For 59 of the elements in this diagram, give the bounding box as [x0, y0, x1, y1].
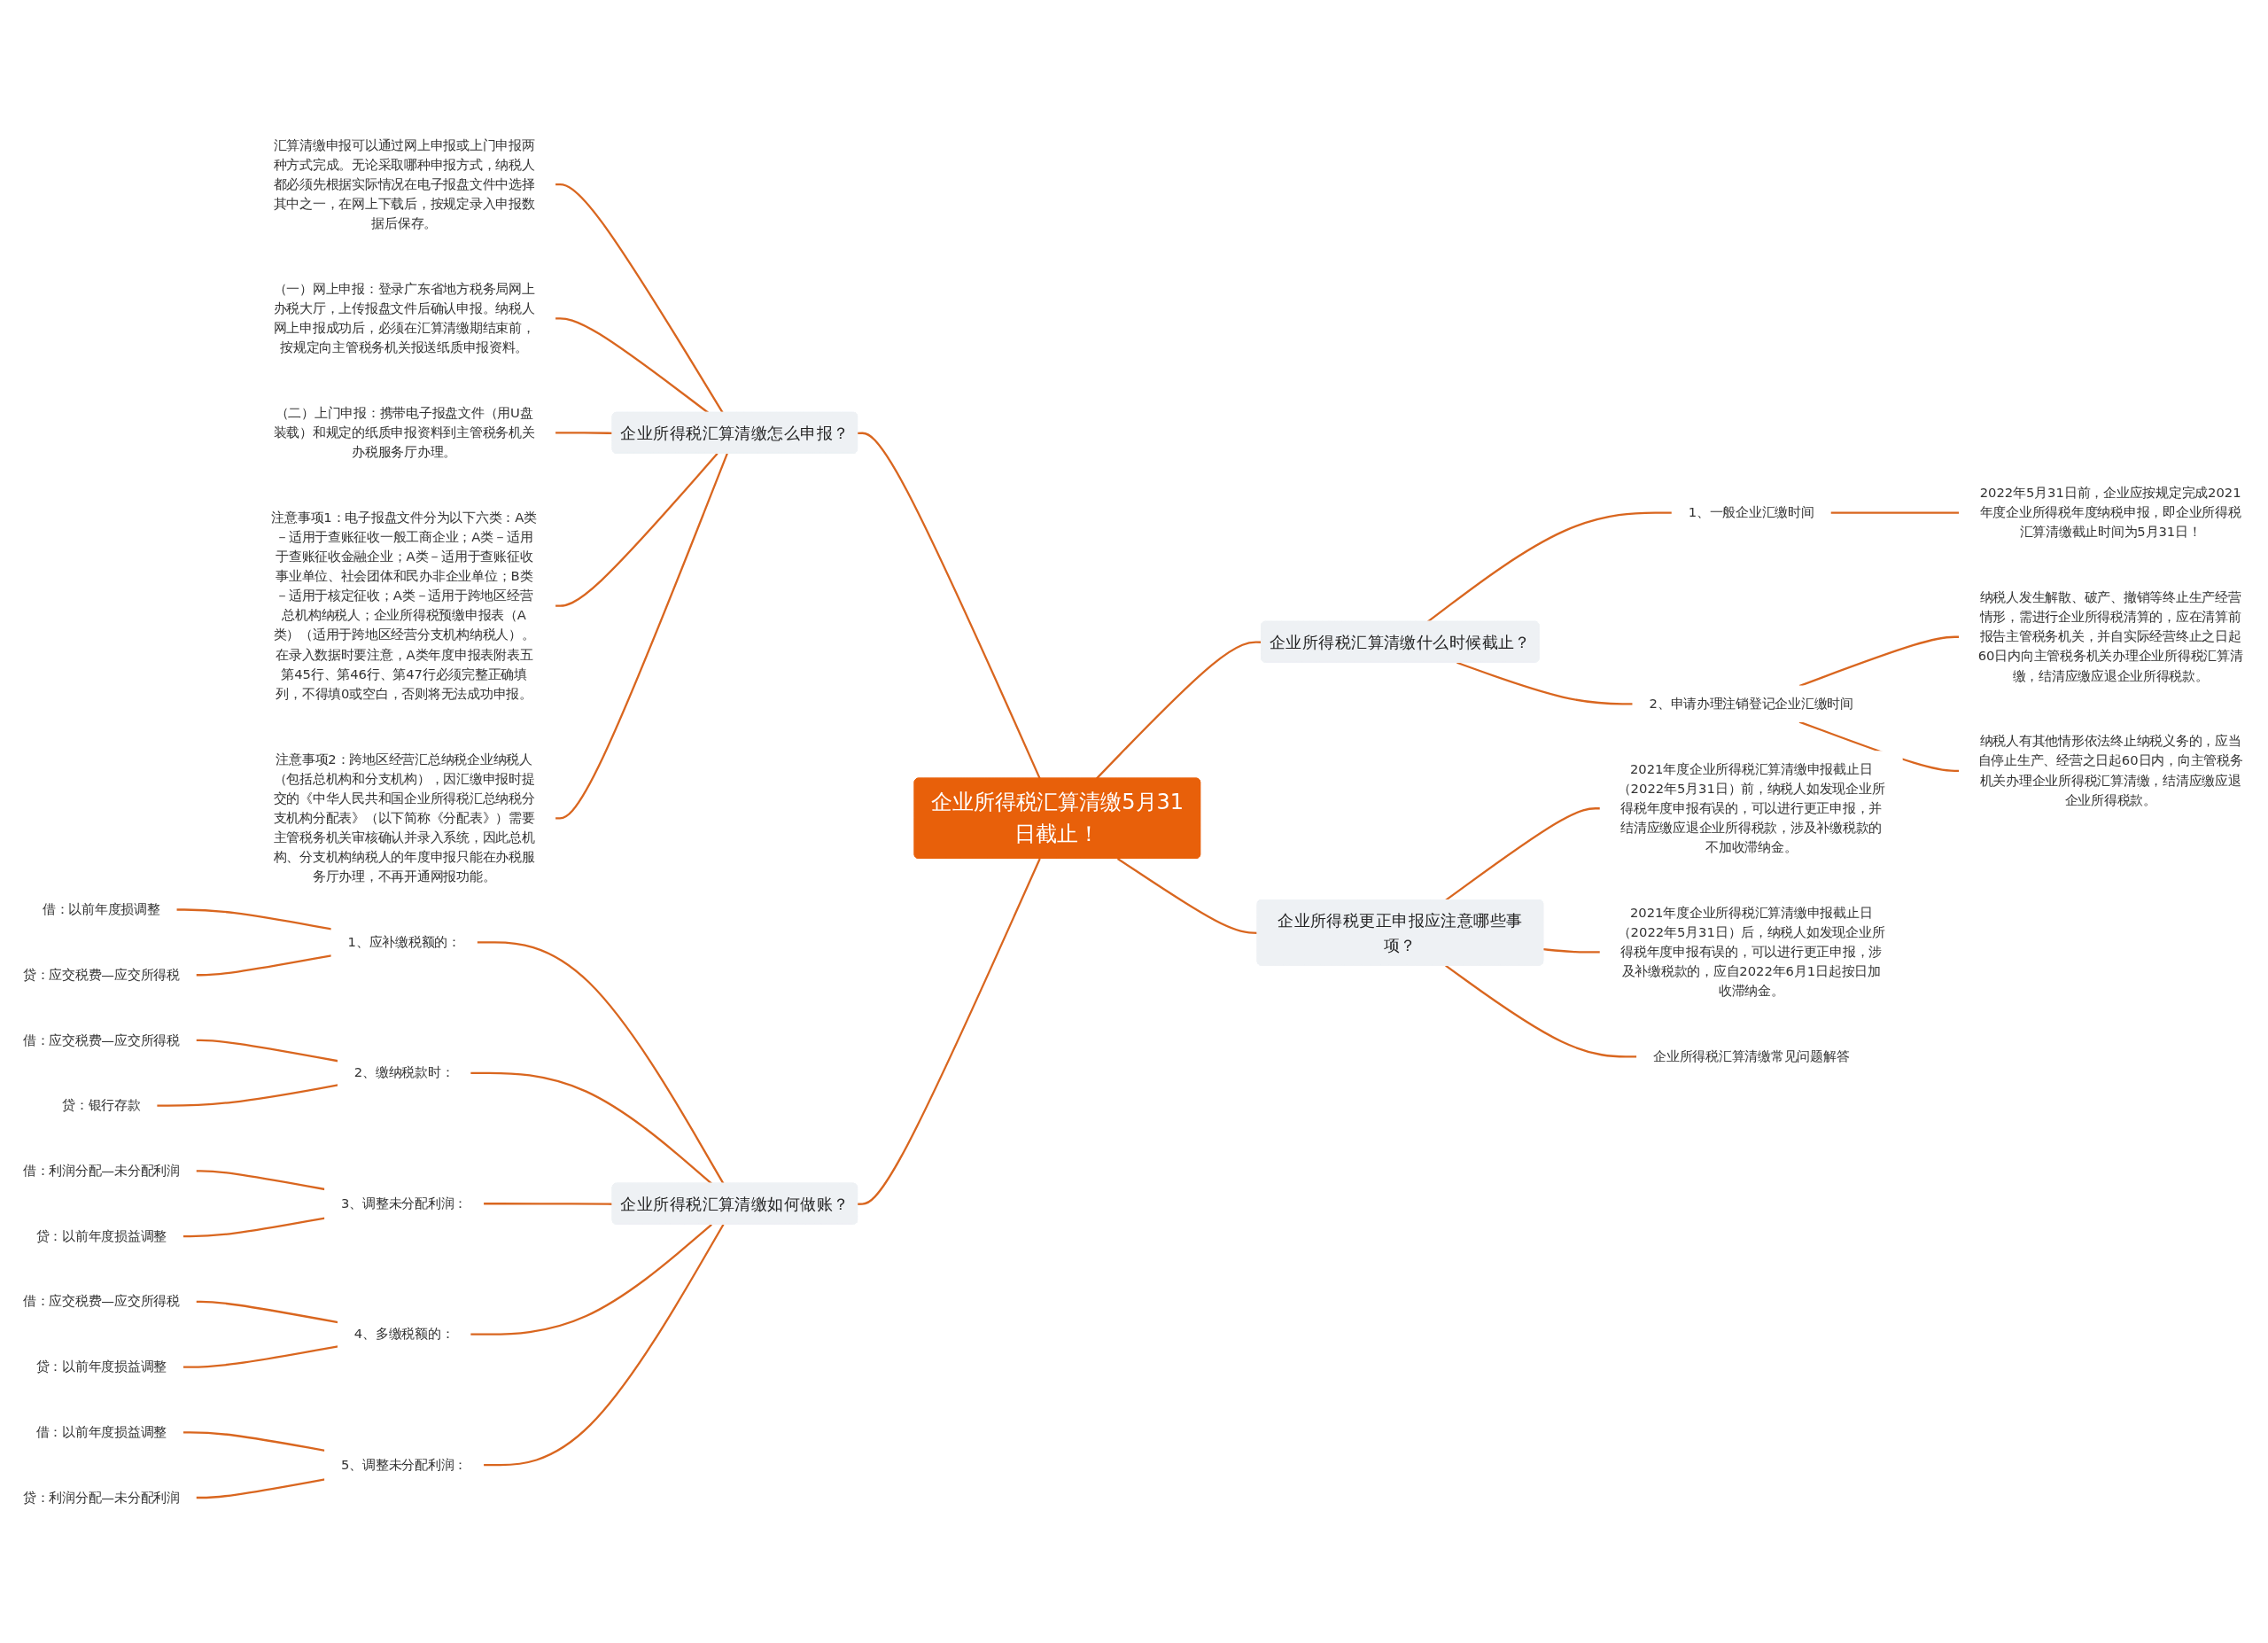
node-text: 企业所得税汇算清缴常见问题解答 [1653, 1048, 1850, 1064]
node-text: 2021年度企业所得税汇算清缴申报截止日（2022年5月31日）前，纳税人如发现企业所得税年度申报有误的，可以进行更正申报，并结清应缴应退企业所得税款，涉及补缴税款的不加收滞纳金。 [1617, 760, 1885, 855]
connector [555, 453, 718, 607]
connector [196, 1170, 325, 1191]
connector [196, 1300, 338, 1324]
connector [1798, 635, 1960, 688]
connector [555, 432, 613, 434]
node-text: 3、调整未分配利润： [341, 1195, 468, 1211]
node-text: 借：应交税费—应交所得税 [22, 1293, 180, 1310]
node-text: 注意事项1：电子报盘文件分为以下六类：A类－适用于查账征收一般工商企业；A类－适用于查账征收金融企业；A类－适用于查账征收事业单位、社会团体和民办非企业单位；B类－适用于核定征收；A类－适用于跨地区经营总机构纳税人；企业所得税预缴申报表（A类）（适用于跨地区经营分支机构纳税人）。在录入数据时要注意，A类年度申报表附表五第45行、第46行、第47行必须完整正确填列，不得填0或空白，否则将无法成功申报。 [271, 509, 537, 702]
node-text: 1、应补缴税额的： [347, 934, 461, 950]
connector [1445, 807, 1601, 901]
connector [477, 941, 725, 1185]
connector [555, 183, 724, 414]
connector [156, 1084, 338, 1107]
node-text: 借：利润分配—未分配利润 [22, 1163, 180, 1179]
node-text: （一）网上申报：登录广东省地方税务局网上办税大厅，上传报盘文件后确认申报。纳税人网上申报成功后，必须在汇算清缴期结束前，按规定向主管税务机关报送纸质申报资料。 [273, 280, 535, 355]
node-text: 注意事项2：跨地区经营汇总纳税企业纳税人（包括总机构和分支机构），因汇缴申报时提交的《中华人民共和国企业所得税汇总纳税分支机构分配表》（以下简称《分配表》）需要主管税务机关审核确认并录入系统，因此总机构、分支机构纳税人的年度申报只能在办税服务厅办理，不再开通网报功能。 [273, 751, 535, 884]
connector [470, 1071, 712, 1185]
node-text: 借：应交税费—应交所得税 [22, 1032, 180, 1048]
connector [1543, 948, 1601, 954]
connector [183, 1431, 325, 1452]
node-text: 纳税人有其他情形依法终止纳税义务的，应当自停止生产、经营之日起60日内，向主管税务机关办理企业所得税汇算清缴，结清应缴应退企业所得税款。 [1977, 733, 2243, 808]
connector [470, 1223, 712, 1335]
connector [176, 908, 332, 931]
connector [196, 954, 332, 977]
connector [196, 1039, 338, 1063]
connector [858, 432, 1041, 780]
node-text: 2022年5月31日前，企业应按规定完成2021年度企业所得税年度纳税申报，即企业所得税汇算清缴截止时间为5月31日！ [1979, 485, 2241, 541]
node-text: 贷：以前年度损益调整 [35, 1227, 167, 1244]
connector [183, 1217, 325, 1238]
connector [1456, 661, 1633, 705]
node-text: 贷：应交税费—应交所得税 [22, 967, 180, 983]
node-text: 借：以前年度损益调整 [35, 1424, 167, 1440]
connector [483, 1224, 725, 1467]
connector [1426, 511, 1673, 623]
connector [1830, 511, 1960, 514]
node-text: （二）上门申报：携带电子报盘文件（用U盘装载）和规定的纸质申报资料到主管税务机关办税服务厅办理。 [273, 405, 535, 460]
node-text: 贷：以前年度损益调整 [35, 1359, 167, 1374]
connector [555, 453, 728, 820]
connector [1095, 641, 1262, 780]
connector [183, 1345, 338, 1368]
node-text: 2021年度企业所得税汇算清缴申报截止日（2022年5月31日）后，纳税人如发现企业所得税年度申报有误的，可以进行更正申报，涉及补缴税款的，应自2022年6月1日起按日加收滞纳金。 [1617, 905, 1885, 999]
node-text: 2、申请办理注销登记企业汇缴时间 [1649, 696, 1853, 712]
node-text: 1、一般企业汇缴时间 [1688, 504, 1814, 520]
connector [483, 1203, 613, 1205]
node-text: 2、缴纳税款时： [353, 1064, 454, 1081]
node-text: 纳税人发生解散、破产、撤销等终止生产经营情形，需进行企业所得税清算的，应在清算前报告主管税务机关，并自实际经营终止之日起60日内向主管税务机关办理企业所得税汇算清缴，结清应缴应退企业所得税款。 [1977, 589, 2243, 684]
node-text: 贷：银行存款 [62, 1097, 141, 1113]
node-text: 贷：利润分配—未分配利润 [22, 1489, 180, 1506]
node-text: 5、调整未分配利润： [341, 1456, 468, 1473]
connector [858, 858, 1041, 1205]
node-text: 借：以前年度损调整 [42, 901, 160, 917]
node-text: 汇算清缴申报可以通过网上申报或上门申报两种方式完成。无论采取哪种申报方式，纳税人都必须先根据实际情况在电子报盘文件中选择其中之一，在网上下载后，按规定录入申报数据后保存。 [273, 136, 535, 231]
node-text: 4、多缴税额的： [353, 1326, 454, 1343]
connector [1445, 964, 1637, 1058]
connector [555, 317, 710, 414]
connector [196, 1478, 325, 1499]
connector [1116, 857, 1258, 934]
